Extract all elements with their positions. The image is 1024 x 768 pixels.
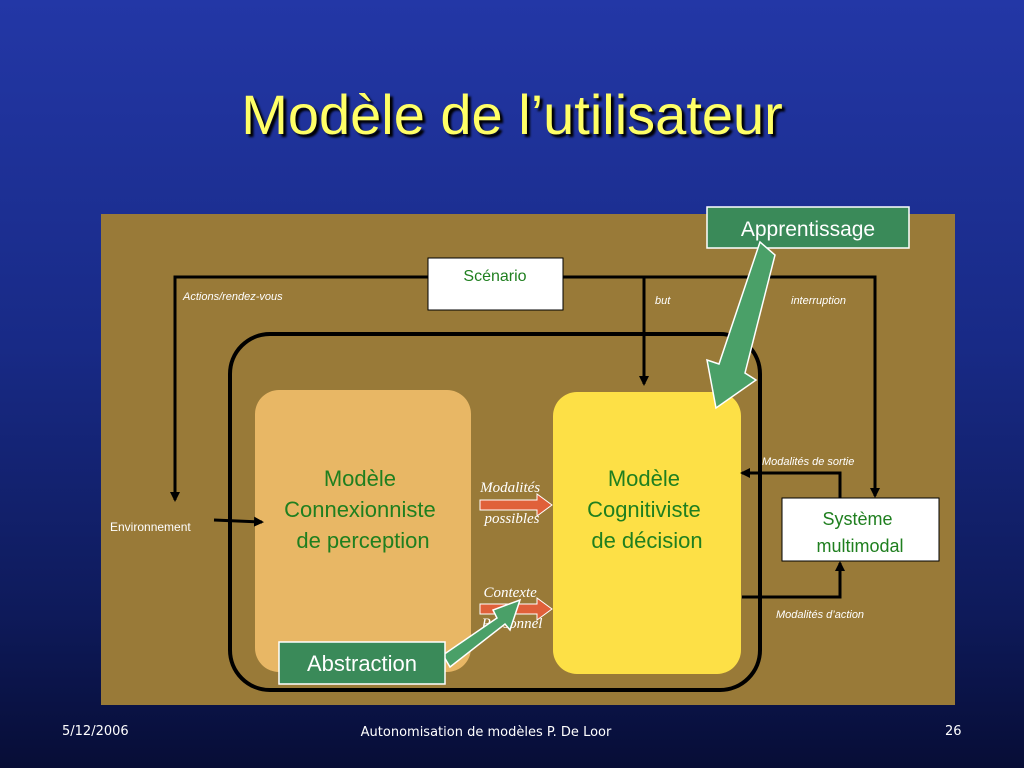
modalites-possibles-arrow xyxy=(479,493,553,517)
modalites-sortie-label: Modalités de sortie xyxy=(762,456,854,468)
cognitiviste-line-2: Cognitiviste xyxy=(587,497,701,522)
modalites-action-line xyxy=(742,561,845,599)
cognitiviste-line-1: Modèle xyxy=(608,466,680,491)
actions-line xyxy=(170,275,428,502)
footer-date: 5/12/2006 xyxy=(62,724,129,739)
connexionniste-line-2: Connexionniste xyxy=(284,497,436,522)
connexionniste-line-3: de perception xyxy=(296,528,429,553)
apprentissage-box xyxy=(706,206,910,249)
apprentissage-label: Apprentissage xyxy=(741,218,875,241)
modalites-action-label: Modalités d’action xyxy=(776,609,864,621)
modalites-sortie-line xyxy=(740,468,842,498)
actions-label: Actions/rendez-vous xyxy=(182,291,283,303)
svg-text:Modèle Connexionniste: Modèle Connexionniste de perception xyxy=(284,466,442,553)
svg-text:Système multimodal: Système multimodal xyxy=(816,509,903,556)
cognitiviste-line-3: de décision xyxy=(591,528,702,553)
systeme-multimodal-line-1: Système xyxy=(822,509,892,529)
environnement-label: Environnement xyxy=(110,520,191,534)
abstraction-arrow xyxy=(442,598,522,669)
systeme-multimodal-line-2: multimodal xyxy=(816,536,903,556)
systeme-multimodal-box xyxy=(781,497,940,562)
contexte-personnel-line-1: Contexte xyxy=(483,585,537,601)
modalites-possibles-line-2: possibles xyxy=(483,511,539,527)
apprentissage-arrow xyxy=(706,240,776,410)
abstraction-box xyxy=(278,641,446,685)
scenario-label: Scénario xyxy=(463,268,526,285)
cognitiviste-box xyxy=(553,392,741,674)
modalites-possibles-line-1: Modalités xyxy=(479,480,540,496)
environnement-arrow xyxy=(213,516,264,527)
connexionniste-line-1: Modèle xyxy=(324,466,396,491)
interruption-line xyxy=(644,275,880,498)
footer-title: Autonomisation de modèles P. De Loor xyxy=(360,725,612,740)
interruption-label: interruption xyxy=(791,295,846,307)
but-label: but xyxy=(655,295,671,307)
connexionniste-box xyxy=(255,390,471,672)
abstraction-label: Abstraction xyxy=(307,651,417,676)
footer-page-number: 26 xyxy=(945,724,962,739)
scenario-box xyxy=(427,257,564,311)
svg-text:Modalités possibles: Modalités possibles xyxy=(479,480,544,527)
svg-text:Modèle Cognitiviste de: Modèle Cognitiviste de décision xyxy=(587,466,707,553)
slide-title: Modèle de l’utilisateur xyxy=(241,83,783,146)
user-model-frame xyxy=(228,332,762,692)
